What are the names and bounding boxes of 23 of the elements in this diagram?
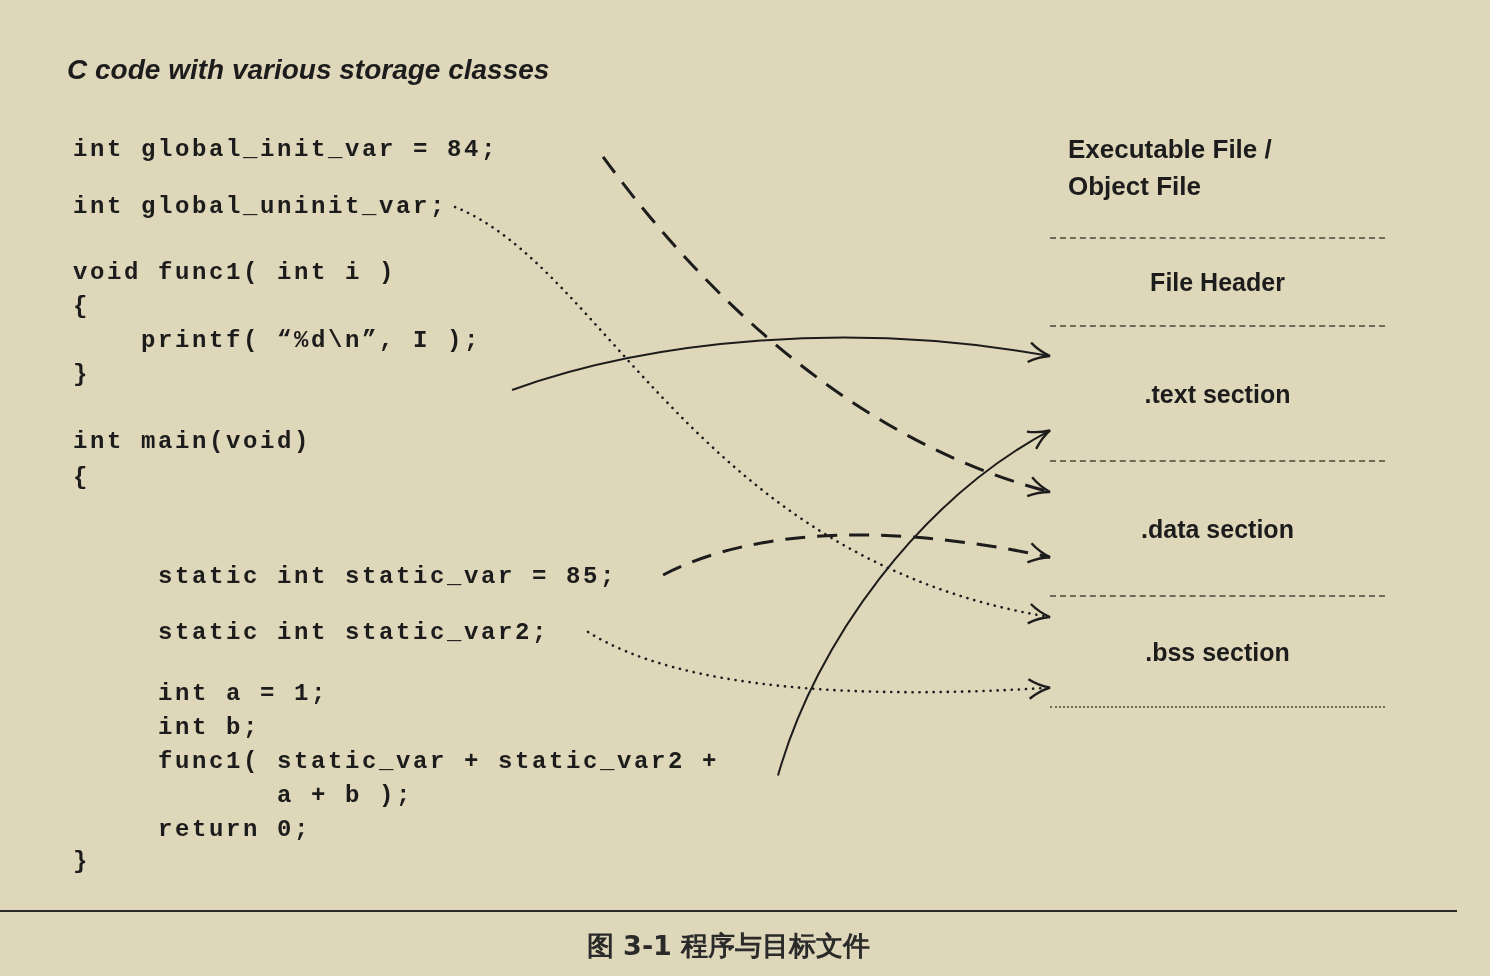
code-line: {	[73, 292, 90, 322]
section-label: .text section	[1144, 378, 1291, 409]
code-line: void func1( int i )	[73, 258, 397, 288]
section-label: File Header	[1150, 267, 1285, 297]
section-label: .data section	[1141, 513, 1294, 544]
code-line: int main(void)	[73, 427, 312, 457]
diagram-title: C code with various storage classes	[67, 53, 550, 87]
section-heading: Executable File / Object File	[1068, 133, 1273, 203]
code-line: int global_init_var = 84;	[73, 133, 499, 167]
code-line: static int static_var2;	[158, 616, 550, 650]
code-line: int a = 1;	[158, 679, 329, 709]
code-line: {	[73, 463, 90, 493]
section-label: .bss section	[1145, 636, 1290, 667]
code-line: func1( static_var + static_var2 + a + b );	[158, 747, 721, 811]
code-line: int global_uninit_var;	[73, 190, 448, 224]
code-line: }	[73, 847, 90, 877]
code-line: static int static_var = 85;	[158, 560, 618, 594]
file-section-band	[1050, 595, 1385, 708]
figure-caption: 图 3-1 程序与目标文件	[586, 929, 871, 963]
code-line: int b;	[158, 713, 260, 743]
code-line: }	[73, 360, 90, 390]
code-line: return 0;	[158, 815, 312, 845]
code-line: printf( “%d\n”, I );	[141, 326, 482, 356]
